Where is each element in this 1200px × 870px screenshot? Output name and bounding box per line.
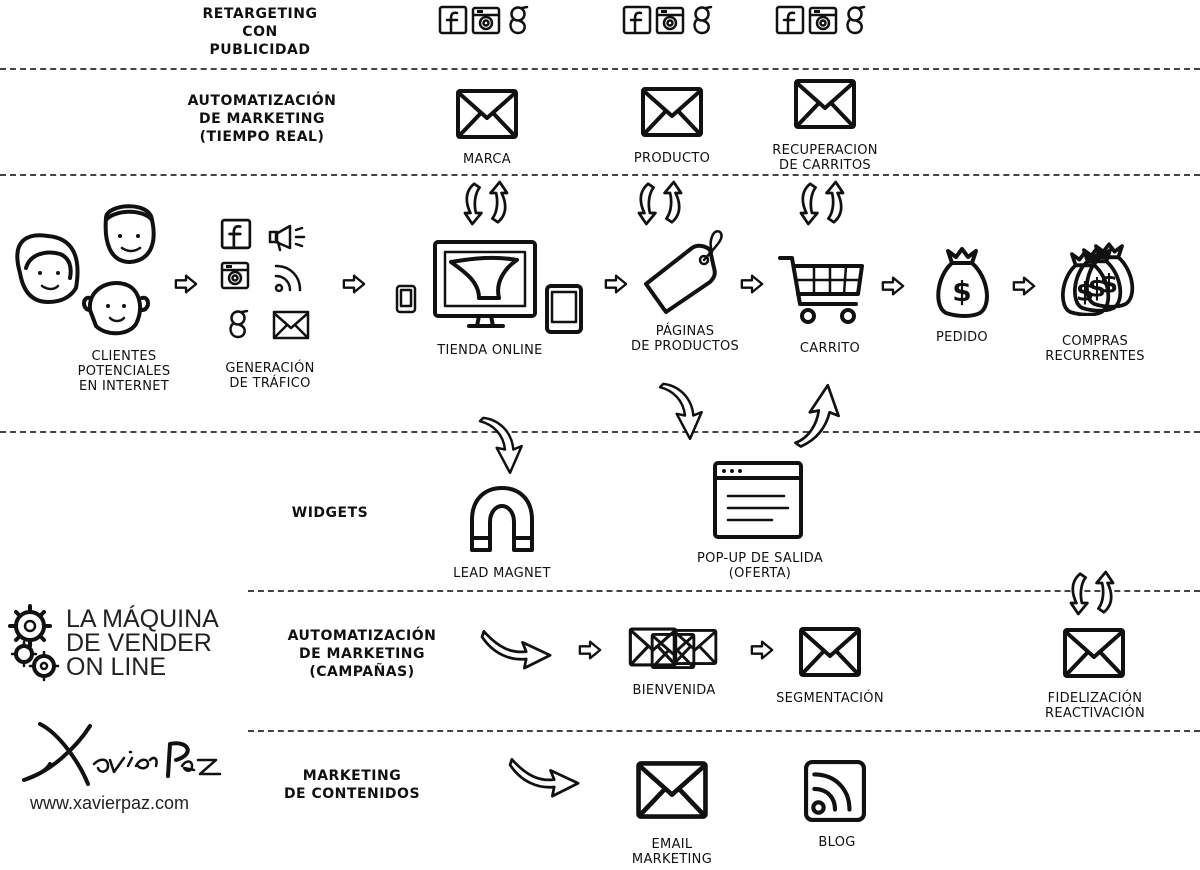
instagram-icon (655, 6, 685, 35)
row-label-widgets: WIDGETS (291, 505, 369, 521)
monitor-icon (433, 240, 537, 328)
gear-icon (8, 604, 52, 648)
arrow-right-icon (342, 274, 366, 294)
arrow-right-icon (750, 640, 774, 660)
separator-realtime (0, 174, 1200, 176)
sync-arrows-icon (1060, 570, 1124, 616)
row-label-automation-campaigns: AUTOMATIZACIÓN DE MARKETING (CAMPAÑAS) (287, 628, 437, 680)
facebook-icon (622, 5, 652, 35)
caption-pedido: PEDIDO (936, 330, 988, 345)
envelopes-stack-icon (628, 627, 718, 669)
caption-compras-recurrentes: COMPRAS RECURRENTES (1045, 334, 1145, 364)
envelope-icon (798, 626, 862, 678)
caption-paginas-productos: PÁGINAS DE PRODUCTOS (630, 324, 740, 354)
curved-arrow-right-icon (508, 752, 582, 798)
curved-arrow-up-icon (790, 380, 844, 450)
caption-recuperacion-carritos: RECUPERACION DE CARRITOS (772, 143, 878, 173)
caption-producto: PRODUCTO (633, 151, 711, 166)
separator-funnel (0, 431, 1200, 433)
row-label-retargeting: RETARGETING CON PUBLICIDAD (202, 6, 318, 58)
sync-arrows-icon (790, 180, 854, 226)
separator-campaigns (248, 730, 1200, 732)
sync-arrows-icon (454, 180, 518, 226)
retargeting-social-icons-2 (622, 5, 713, 35)
caption-email-marketing: EMAIL MARKETING (631, 837, 713, 867)
facebook-icon (438, 5, 468, 35)
google-icon (846, 5, 866, 35)
online-store-devices-icon (395, 240, 583, 334)
envelope-icon (640, 86, 704, 138)
separator-retargeting (0, 68, 1200, 70)
gear-icon (28, 650, 60, 682)
money-bag-icon (932, 246, 992, 318)
google-icon (229, 309, 249, 339)
arrow-right-icon (604, 274, 628, 294)
retargeting-social-icons-3 (775, 5, 866, 35)
brand-title: LA MÁQUINA DE VENDER ON LINE (66, 605, 219, 681)
caption-blog: BLOG (818, 835, 856, 850)
envelope-icon (635, 760, 709, 820)
rss-icon (802, 760, 868, 822)
shopping-cart-icon (778, 256, 864, 324)
instagram-icon (220, 261, 250, 290)
retargeting-social-icons-1 (438, 5, 529, 35)
envelope-icon (793, 78, 857, 130)
caption-popup-salida: POP-UP DE SALIDA (OFERTA) (696, 551, 824, 581)
facebook-icon (775, 5, 805, 35)
google-icon (693, 5, 713, 35)
sync-arrows-icon (628, 180, 692, 226)
row-label-automation-realtime: AUTOMATIZACIÓN DE MARKETING (TIEMPO REAL… (187, 93, 337, 145)
instagram-icon (808, 6, 838, 35)
arrow-right-icon (174, 274, 198, 294)
google-icon (509, 5, 529, 35)
curved-arrow-down-icon (475, 414, 525, 480)
tablet-icon (545, 284, 583, 334)
caption-clientes-potenciales: CLIENTES POTENCIALES EN INTERNET (77, 349, 171, 394)
arrow-right-icon (578, 640, 602, 660)
rss-icon (274, 264, 302, 293)
arrow-right-icon (740, 274, 764, 294)
caption-generacion-trafico: GENERACIÓN DE TRÁFICO (225, 361, 315, 391)
megaphone-icon (268, 224, 306, 252)
facebook-icon (220, 218, 252, 250)
magnet-icon (470, 486, 534, 552)
caption-carrito: CARRITO (799, 341, 861, 356)
separator-widgets (248, 590, 1200, 592)
smartphone-icon (395, 284, 417, 314)
caption-segmentacion: SEGMENTACIÓN (776, 691, 884, 706)
envelope-icon (1062, 627, 1126, 679)
instagram-icon (471, 6, 501, 35)
caption-fidelizacion-reactivacion: FIDELIZACIÓN REACTIVACIÓN (1045, 691, 1145, 721)
gears-logo-icon (8, 604, 60, 682)
arrow-right-icon (1012, 276, 1036, 296)
row-label-content-marketing: MARKETING DE CONTENIDOS (283, 768, 421, 802)
gear-icon (10, 640, 38, 668)
envelope-icon (272, 310, 310, 340)
caption-marca: MARCA (463, 152, 511, 167)
caption-lead-magnet: LEAD MAGNET (453, 566, 551, 581)
arrow-right-icon (881, 276, 905, 296)
caption-tienda-online: TIENDA ONLINE (437, 343, 543, 358)
curved-arrow-right-icon (480, 624, 554, 670)
traffic-channels-icons (220, 218, 310, 340)
price-tag-icon (644, 230, 723, 314)
curved-arrow-down-icon (655, 380, 705, 446)
signature-logo (22, 722, 222, 786)
envelope-icon (455, 88, 519, 140)
potential-customers-faces-icon (15, 204, 156, 336)
caption-bienvenida: BIENVENIDA (632, 683, 716, 698)
website-url: www.xavierpaz.com (30, 793, 190, 813)
money-bags-stack-icon (1060, 242, 1135, 316)
browser-window-icon (713, 461, 803, 539)
